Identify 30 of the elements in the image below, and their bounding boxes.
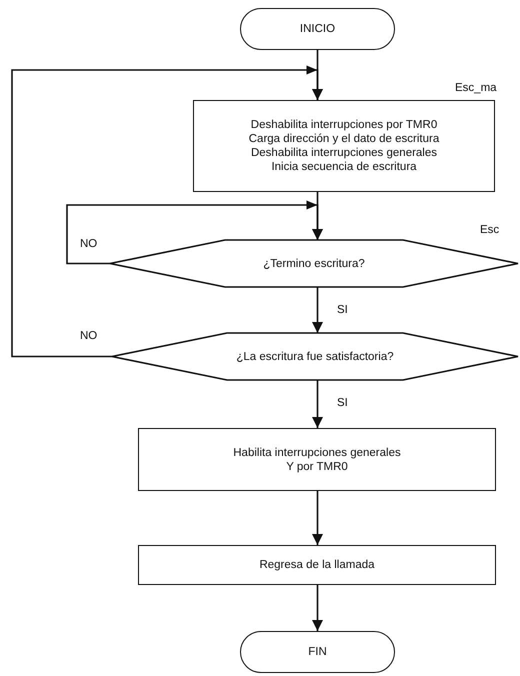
edge-label: SI xyxy=(335,304,350,316)
routine-label: Esc_ma xyxy=(455,82,497,94)
terminal-shape xyxy=(240,8,395,50)
node-text: Carga dirección y el dato de escritura xyxy=(248,132,440,146)
edge-label: NO xyxy=(78,330,100,342)
loop-arrow xyxy=(66,200,324,264)
node-text: ¿Termino escritura? xyxy=(263,256,365,270)
edge-label: SI xyxy=(335,397,350,409)
terminal-shape xyxy=(240,631,395,673)
flow-arrow xyxy=(312,287,324,333)
process-box xyxy=(138,428,496,491)
edge-label: NO xyxy=(78,238,100,250)
process-box xyxy=(193,100,495,192)
flow-arrow xyxy=(312,380,324,428)
node-text: INICIO xyxy=(300,22,336,36)
loop-arrow xyxy=(11,66,324,358)
process-box xyxy=(138,545,496,585)
node-text: Regresa de la llamada xyxy=(259,558,375,572)
decision-hexagon xyxy=(112,333,518,380)
flow-arrow xyxy=(312,585,324,631)
node-text: Y por TMR0 xyxy=(286,460,348,474)
flow-arrow xyxy=(312,491,324,545)
node-text: ¿La escritura fue satisfactoria? xyxy=(236,350,394,364)
node-text: Deshabilita interrupciones generales xyxy=(250,146,438,160)
node-text: Deshabilita interrupciones por TMR0 xyxy=(250,118,438,132)
decision-hexagon xyxy=(110,240,518,287)
routine-label: Esc xyxy=(480,224,500,236)
node-text: Habilita interrupciones generales xyxy=(233,446,401,460)
node-text: Inicia secuencia de escritura xyxy=(271,160,417,174)
node-text: FIN xyxy=(308,645,327,659)
